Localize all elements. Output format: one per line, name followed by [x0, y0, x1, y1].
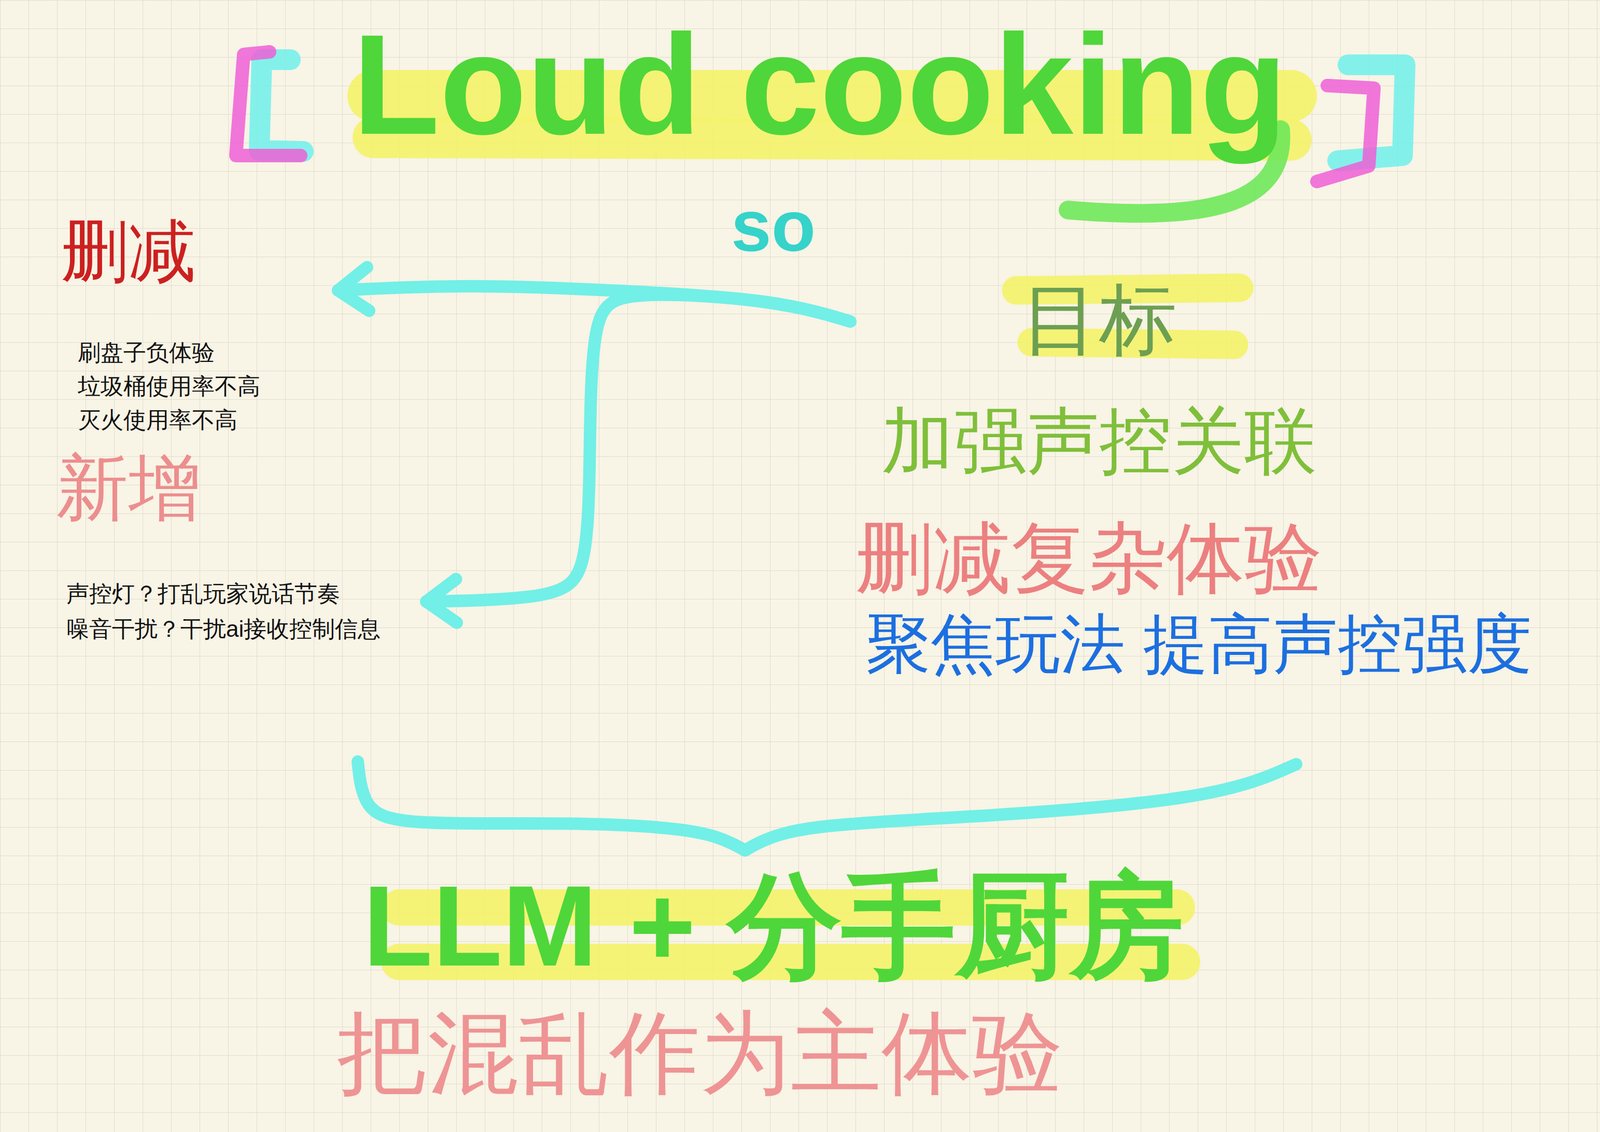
note-text: 刷盘子负体验 [77, 339, 215, 367]
heading-text: 新增 [55, 445, 202, 530]
heading-text: 删减 [61, 212, 196, 291]
bracket [1316, 85, 1374, 182]
text-group: 目标加强声控关联删减复杂体验聚焦玩法 提高声控强度 [850, 259, 1543, 765]
text-group: LLM + 分手厨房把混乱作为主体验 [331, 850, 1195, 1111]
heading-text: LLM + 分手厨房 [362, 860, 1184, 992]
brace-connector [357, 761, 746, 851]
note-text: 垃圾桶使用率不高 [77, 373, 261, 400]
note-text: 加强声控关联 [881, 399, 1317, 483]
bracket [259, 59, 304, 152]
brace-connector [745, 764, 1297, 851]
note-text: 声控灯？打乱玩家说话节奏 [66, 580, 341, 608]
note-text: 聚焦玩法 提高声控强度 [865, 606, 1533, 682]
arrow-connector [426, 295, 851, 602]
edge-label: so [731, 184, 816, 268]
text-group: 删减刷盘子负体验垃圾桶使用率不高灭火使用率不高 [51, 212, 333, 444]
note-text: 噪音干扰？干扰ai接收控制信息 [66, 615, 381, 643]
title: Loud cooking [352, 12, 1288, 156]
bracket [235, 51, 301, 156]
heading-text: 目标 [1021, 274, 1177, 365]
note-text: 把混乱作为主体验 [337, 1000, 1063, 1105]
text-group: 新增声控灯？打乱玩家说话节奏噪音干扰？干扰ai接收控制信息 [51, 445, 423, 762]
note-text: 灭火使用率不高 [77, 406, 238, 434]
note-text: 删减复杂体验 [855, 513, 1323, 603]
